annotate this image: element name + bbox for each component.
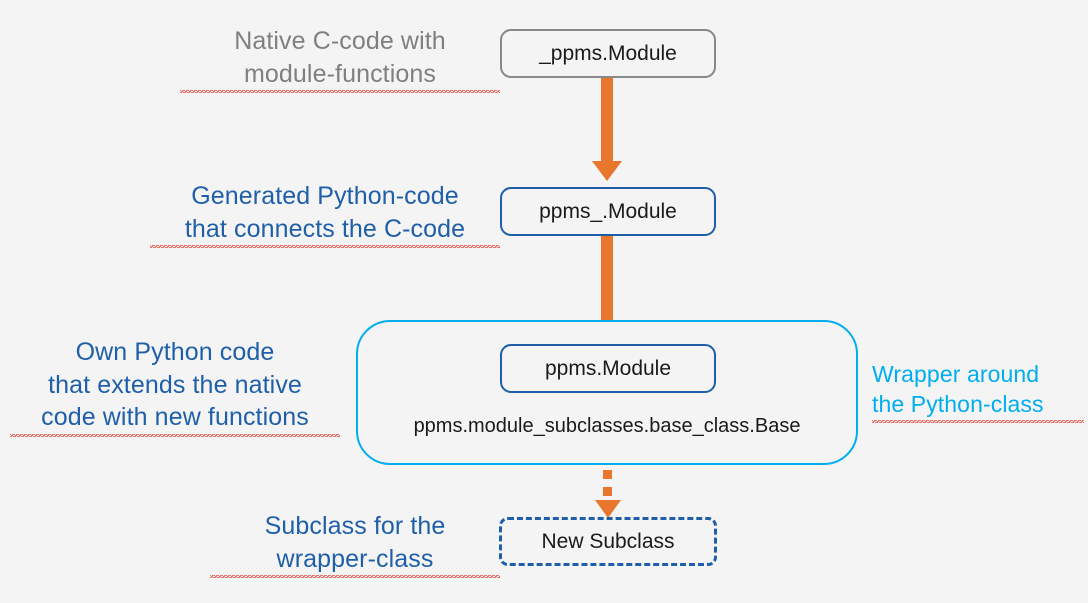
box-subclass-label: New Subclass <box>541 529 675 553</box>
box-native-label: _ppms.Module <box>539 41 677 65</box>
box-native-ppms-module[interactable]: _ppms.Module <box>500 29 716 78</box>
arrow-head-icon <box>595 500 621 518</box>
label-generated-python-code: Generated Python-code that connects the … <box>150 180 500 248</box>
box-new-subclass[interactable]: New Subclass <box>499 517 717 566</box>
box-wrapped-ppms-module[interactable]: ppms.Module <box>500 344 716 393</box>
box-generated-label: ppms_.Module <box>539 199 677 223</box>
box-wrapped-label: ppms.Module <box>544 356 672 380</box>
arrow-head-icon <box>592 161 622 181</box>
arrow-shaft <box>601 236 613 323</box>
label-wrapper-around-python-class: Wrapper around the Python-class <box>872 360 1084 423</box>
box-generated-ppms-module[interactable]: ppms_.Module <box>500 187 716 236</box>
label-subclass-for-wrapper-class: Subclass for the wrapper-class <box>210 510 500 578</box>
label-own-python-code: Own Python code that extends the native … <box>10 336 340 437</box>
base-class-path: ppms.module_subclasses.base_class.Base <box>413 415 801 437</box>
label-native-c-code: Native C-code with module-functions <box>180 25 500 93</box>
arrow-shaft-dotted <box>603 470 612 502</box>
arrow-shaft <box>601 78 613 163</box>
